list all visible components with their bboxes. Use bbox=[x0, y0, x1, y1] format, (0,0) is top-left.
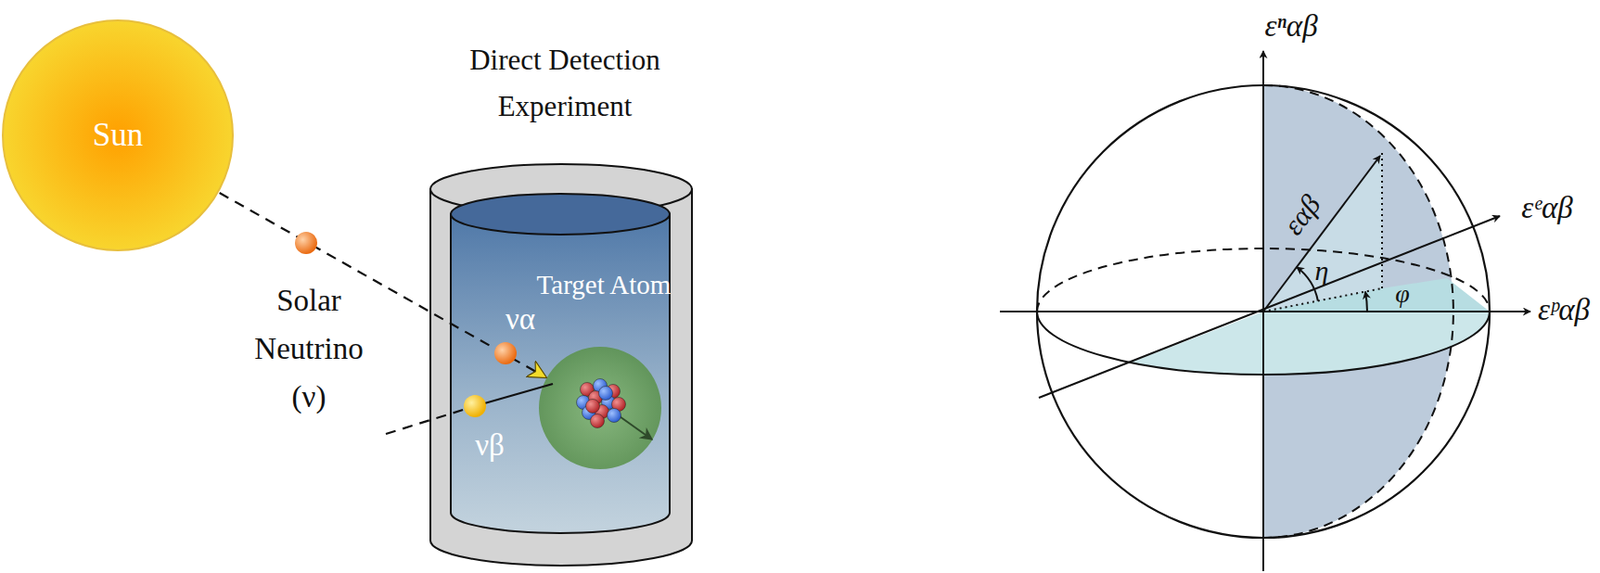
nucleon bbox=[607, 409, 622, 423]
equator-plane bbox=[1129, 311, 1490, 375]
detector-label: Direct Detection Experiment bbox=[417, 37, 713, 130]
outgoing-track bbox=[474, 384, 553, 407]
nucleon bbox=[576, 396, 591, 410]
sun-disc bbox=[2, 20, 233, 251]
flavor-label: νβ bbox=[474, 428, 505, 462]
phi-arc bbox=[1365, 292, 1368, 312]
phi-plane bbox=[1263, 153, 1383, 312]
nucleon bbox=[590, 414, 605, 429]
meridian-plane bbox=[1263, 85, 1454, 538]
angle-label: φ bbox=[1395, 280, 1410, 309]
sun-circle: Sun bbox=[2, 20, 233, 251]
nucleon bbox=[593, 379, 608, 394]
inner-liquid bbox=[450, 214, 670, 534]
vector-label: εαβ bbox=[1277, 189, 1328, 242]
projection-wedge bbox=[1263, 278, 1490, 312]
flavor-label: να bbox=[505, 302, 536, 336]
liquid-surface bbox=[450, 193, 670, 235]
atom-cloud bbox=[538, 346, 662, 470]
nucleon bbox=[601, 396, 616, 410]
e-axis bbox=[1038, 216, 1500, 398]
nucleon bbox=[606, 384, 621, 399]
nucleon bbox=[586, 399, 601, 414]
nucleon bbox=[588, 391, 603, 406]
target-atom: Target Atom bbox=[530, 268, 678, 474]
outer-wall bbox=[430, 189, 692, 566]
n-axis bbox=[1262, 51, 1265, 572]
projection-drop bbox=[1381, 153, 1383, 289]
axis-label: εᵉαβ bbox=[1521, 191, 1573, 225]
axis-label: εᵖαβ bbox=[1537, 293, 1590, 327]
neutrino-ball bbox=[294, 231, 318, 255]
recoil-arrow bbox=[610, 409, 653, 440]
atom-label: Target Atom bbox=[530, 268, 678, 302]
equator-back bbox=[1036, 248, 1490, 312]
meridian-outline bbox=[1263, 85, 1454, 538]
equator-front bbox=[1036, 311, 1490, 375]
neutrino-ball bbox=[494, 342, 517, 365]
nucleon bbox=[599, 386, 614, 401]
incoming-track bbox=[385, 406, 475, 435]
eta-arc bbox=[1296, 267, 1319, 302]
angle-label: η bbox=[1315, 255, 1330, 286]
epsilon-vector bbox=[1263, 155, 1381, 312]
axis-label: εⁿαβ bbox=[1264, 9, 1318, 43]
nucleon bbox=[580, 383, 595, 397]
sun-label: Sun bbox=[92, 116, 143, 154]
sphere-outline bbox=[1036, 85, 1490, 538]
p-axis bbox=[999, 310, 1531, 313]
nucleon bbox=[595, 405, 610, 420]
particle-caption: Solar Neutrino (ν) bbox=[243, 276, 374, 422]
nucleon bbox=[612, 397, 627, 412]
detector-cylinder: Direct Detection ExperimentTarget Atom bbox=[417, 37, 713, 571]
nucleon bbox=[582, 406, 597, 421]
neutrino-ball bbox=[463, 395, 487, 418]
projection-line bbox=[1263, 288, 1383, 312]
